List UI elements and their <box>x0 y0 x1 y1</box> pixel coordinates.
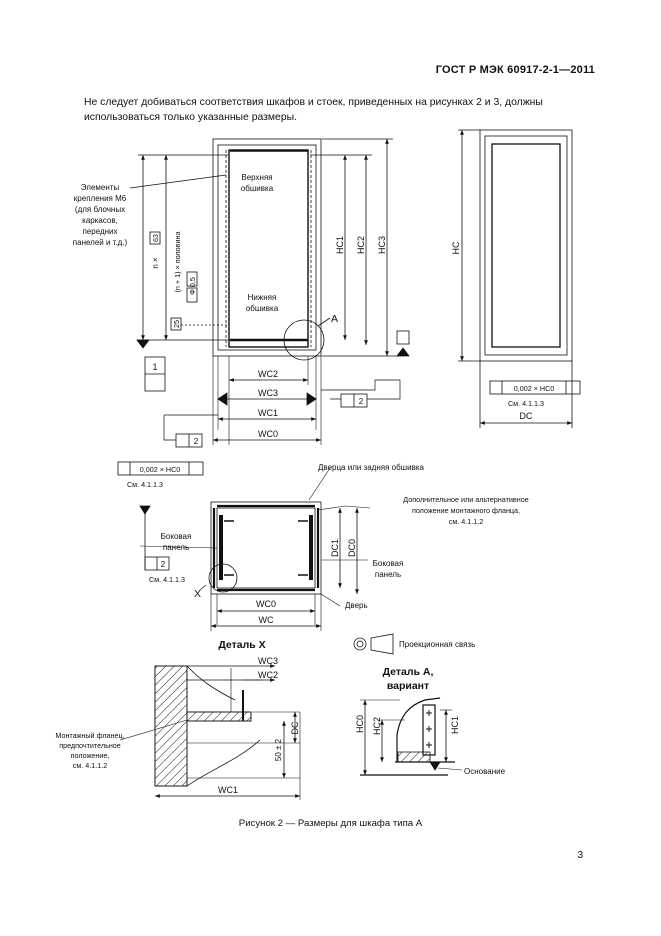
label-hc3: HC3 <box>377 236 387 254</box>
label-wc3: WC3 <box>258 388 278 398</box>
label-wc-top: WC <box>259 615 274 625</box>
cabinet-outer-outline <box>212 138 322 357</box>
label-wc0-top: WC0 <box>256 599 276 609</box>
label-dim-50: 50 ± 2 <box>274 738 283 761</box>
label-detail-a-2: вариант <box>387 680 429 692</box>
page-number: 3 <box>577 850 583 861</box>
label-side-panel-left-2: панель <box>163 543 189 552</box>
label-wc2-det: WC2 <box>258 670 278 680</box>
label-a: A <box>331 313 338 325</box>
label-mount-3: положение, <box>71 751 110 760</box>
label-detail-x: Деталь X <box>218 639 265 651</box>
figure-caption: Рисунок 2 — Размеры для шкафа типа А <box>238 818 423 829</box>
label-box-25: 25 <box>172 320 181 328</box>
label-base: Основание <box>464 767 506 776</box>
label-elements-6: панелей и т.д.) <box>73 238 128 247</box>
label-side-panel-left-1: Боковая <box>161 532 192 541</box>
label-elements-4: каркасов, <box>82 216 118 225</box>
datum-triangle-a <box>396 347 410 357</box>
label-dc0: DC0 <box>347 539 357 557</box>
label-hc1-det: HC1 <box>450 716 460 734</box>
label-wc2: WC2 <box>258 369 278 379</box>
label-wc0: WC0 <box>258 429 278 439</box>
label-n1-pitch: (n + 1) × половина <box>173 232 182 293</box>
label-mount-4: см. 4.1.1.2 <box>73 761 108 770</box>
label-perp-tol-top: 0,002 × HC0 <box>140 465 181 474</box>
top-outer <box>210 501 322 595</box>
label-wc1: WC1 <box>258 408 278 418</box>
label-projection: Проекционная связь <box>399 640 475 649</box>
detail-x-circle <box>208 563 238 593</box>
drawing-labels: Элементы крепления М6 (для блочных карка… <box>55 173 554 795</box>
label-wc1-det: WC1 <box>218 785 238 795</box>
leader-elements <box>129 174 227 189</box>
label-box-phi: Φ 0,5 <box>188 277 197 295</box>
standard-header: ГОСТ Р МЭК 60917-2-1—2011 <box>435 64 595 76</box>
intro-paragraph: Не следует добиваться соответствия шкафо… <box>84 97 543 123</box>
label-door-or-rear: Дверца или задняя обшивка <box>318 463 424 472</box>
label-mount-2: предпочтительное <box>59 741 121 750</box>
detail-x <box>119 664 301 800</box>
label-dc-det: DC <box>290 721 300 734</box>
label-num-1: 1 <box>152 362 157 372</box>
label-hc: HC <box>451 241 461 254</box>
label-hc1: HC1 <box>335 236 345 254</box>
cabinet-opening <box>228 149 309 348</box>
label-eq-2: 2 <box>194 437 199 446</box>
label-hc0: HC0 <box>355 715 365 733</box>
label-par-2-top: 2 <box>161 560 166 569</box>
projection-symbol <box>353 633 394 655</box>
datum-triangle-left <box>136 339 150 349</box>
label-dc: DC <box>520 411 533 421</box>
label-side-panel-right-1: Боковая <box>373 559 404 568</box>
label-alt-flange-2: положение монтажного фланца, <box>412 506 520 515</box>
label-lower-2: обшивка <box>246 304 279 313</box>
label-par-2: 2 <box>359 397 364 406</box>
label-see-side: См. 4.1.1.3 <box>508 399 544 408</box>
side-outer <box>479 129 573 362</box>
cabinet-frame-outline <box>217 144 317 351</box>
label-dc1: DC1 <box>330 539 340 557</box>
detail-a-circle <box>283 319 325 361</box>
label-box-63: 63 <box>151 234 160 242</box>
label-elements-2: крепления М6 <box>74 194 127 203</box>
label-x-mark: X <box>194 588 201 600</box>
label-door: Дверь <box>345 601 368 610</box>
side-view <box>458 129 581 428</box>
label-elements-1: Элементы <box>81 183 120 192</box>
label-perp-tol-side: 0,002 × HC0 <box>514 384 555 393</box>
label-hc2-det: HC2 <box>372 717 382 735</box>
label-elements-5: передних <box>82 227 117 236</box>
label-hc2: HC2 <box>356 236 366 254</box>
label-n-times: n × <box>151 257 160 269</box>
label-detail-a-1: Деталь А, <box>383 666 434 678</box>
label-lower-1: Нижняя <box>248 293 277 302</box>
top-view <box>117 461 371 631</box>
label-alt-flange-3: см. 4.1.1.2 <box>449 517 484 526</box>
detail-a <box>360 697 463 776</box>
label-wc3-det: WC3 <box>258 656 278 666</box>
label-upper-2: обшивка <box>241 184 274 193</box>
label-elements-3: (для блочных <box>75 205 125 214</box>
label-see-top: См. 4.1.1.3 <box>127 480 163 489</box>
front-view <box>129 138 410 448</box>
label-alt-flange-1: Дополнительное или альтернативное <box>403 495 528 504</box>
label-upper-1: Верхняя <box>241 173 272 182</box>
label-see-top-2: См. 4.1.1.3 <box>149 575 185 584</box>
label-side-panel-right-2: панель <box>375 570 401 579</box>
label-mount-1: Монтажный фланец, <box>55 731 124 740</box>
